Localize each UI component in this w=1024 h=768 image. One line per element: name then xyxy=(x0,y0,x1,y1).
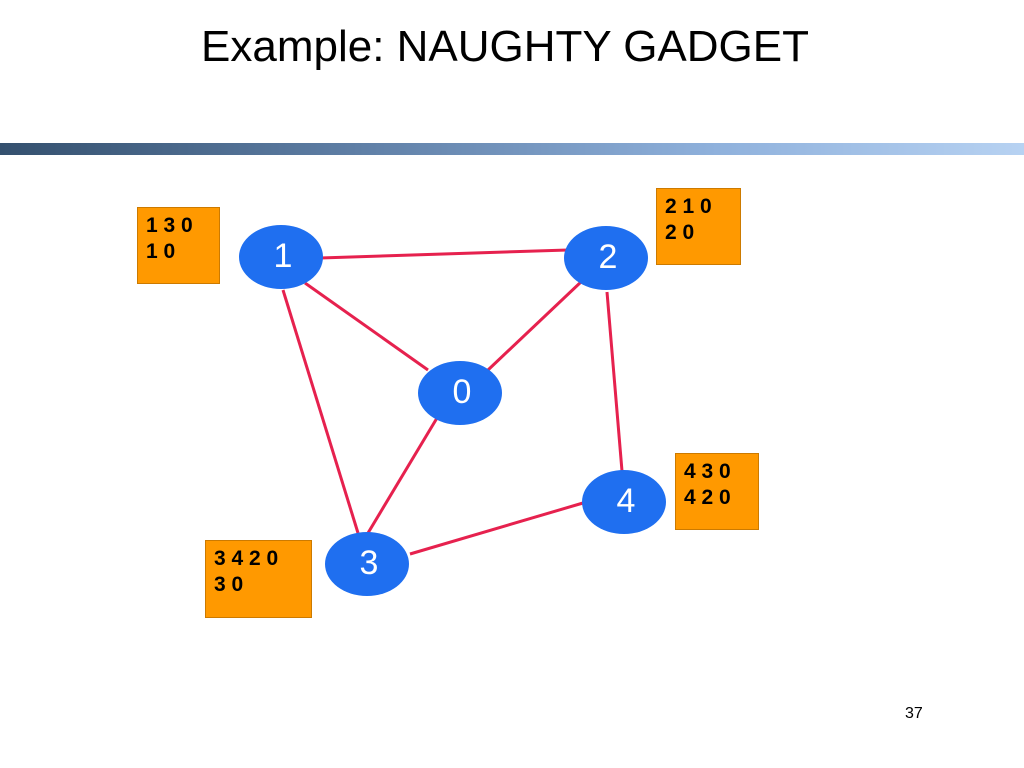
node-2-info-line-1: 2 1 0 xyxy=(665,195,712,218)
node-3-info-line-2: 3 0 xyxy=(214,573,244,596)
node-3-info-box: 3 4 2 0 3 0 xyxy=(205,540,312,618)
node-1-info-box: 1 3 0 1 0 xyxy=(137,207,220,284)
node-0-label: 0 xyxy=(453,373,472,411)
slide-title: Example: NAUGHTY GADGET xyxy=(201,22,809,71)
edge-2-4 xyxy=(605,291,624,472)
node-2-circle xyxy=(564,226,648,290)
node-2-info-line-2: 2 0 xyxy=(665,221,695,244)
node-4-info-line-2: 4 2 0 xyxy=(684,486,731,509)
node-1: 1 xyxy=(239,225,323,289)
node-0-circle xyxy=(418,361,502,425)
edges xyxy=(281,248,624,556)
node-4-info-box: 4 3 0 4 2 0 xyxy=(675,453,759,530)
node-2-label: 2 xyxy=(599,238,618,276)
title-divider xyxy=(0,143,1024,155)
edge-0-3 xyxy=(366,417,439,534)
node-3: 3 xyxy=(325,532,409,596)
edge-2-0 xyxy=(486,279,584,372)
node-1-info-line-1: 1 3 0 xyxy=(146,214,193,237)
node-1-info-line-2: 1 0 xyxy=(146,240,176,263)
edge-1-3 xyxy=(281,289,360,534)
node-4-circle xyxy=(582,470,666,534)
edge-1-0 xyxy=(304,281,429,372)
page-number: 37 xyxy=(905,705,923,722)
node-4-label: 4 xyxy=(617,482,636,520)
node-2: 2 xyxy=(564,226,648,290)
node-3-info-line-1: 3 4 2 0 xyxy=(214,547,279,570)
node-0: 0 xyxy=(418,361,502,425)
node-3-label: 3 xyxy=(360,544,379,582)
edge-3-4 xyxy=(409,501,584,556)
node-4-info-line-1: 4 3 0 xyxy=(684,460,731,483)
node-3-circle xyxy=(325,532,409,596)
node-1-label: 1 xyxy=(274,237,293,275)
node-4: 4 xyxy=(582,470,666,534)
node-2-info-box: 2 1 0 2 0 xyxy=(656,188,741,265)
edge-1-2 xyxy=(319,248,569,260)
node-1-circle xyxy=(239,225,323,289)
